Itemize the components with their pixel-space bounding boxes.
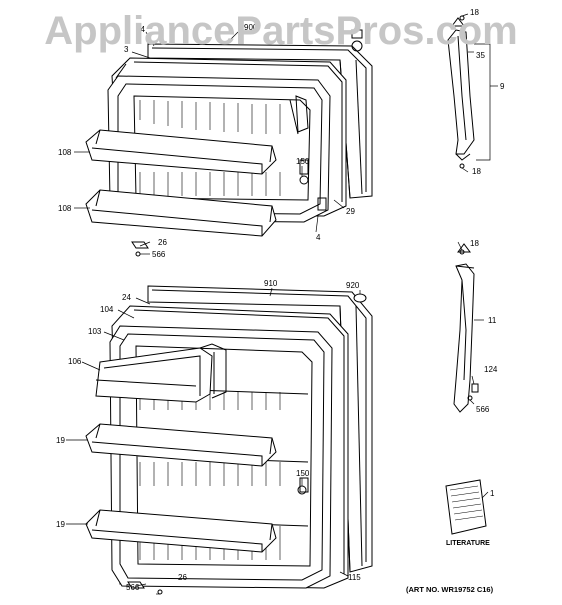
label-18-top: 18 <box>470 8 479 17</box>
label-35: 35 <box>476 51 485 60</box>
label-9: 9 <box>500 82 505 91</box>
label-4: 4 <box>316 233 321 242</box>
label-18-bottom: 18 <box>470 239 479 248</box>
lower-door-shelf-top <box>85 423 277 467</box>
label-103: 103 <box>88 327 102 336</box>
label-566-right: 566 <box>476 405 490 414</box>
lower-door-shelf-bottom <box>85 509 277 553</box>
label-108-bottom: 108 <box>58 204 72 213</box>
leader-lines <box>66 13 498 595</box>
label-910: 910 <box>264 279 278 288</box>
label-26-bottom: 26 <box>178 573 187 582</box>
label-104: 104 <box>100 305 114 314</box>
literature-booklet <box>445 479 487 535</box>
label-106: 106 <box>68 357 82 366</box>
literature-label: LITERATURE <box>446 540 490 547</box>
label-566-bottom: 566 <box>126 583 140 592</box>
label-150-top: 150 <box>296 157 310 166</box>
label-900: 900 <box>244 23 258 32</box>
label-3: 3 <box>124 45 129 54</box>
label-29: 29 <box>346 207 355 216</box>
label-24-bottom: 24 <box>122 293 131 302</box>
label-115: 115 <box>348 573 361 582</box>
label-108-top: 108 <box>58 148 72 157</box>
label-124: 124 <box>484 365 498 374</box>
upper-handle <box>447 17 475 161</box>
art-number: (ART NO. WR19752 C16) <box>406 585 494 594</box>
label-18-mid: 18 <box>472 167 481 176</box>
lower-handle <box>453 243 475 413</box>
label-19-top: 19 <box>56 436 65 445</box>
label-24-top: 24 <box>136 25 145 34</box>
upper-door-shelf-bottom <box>85 189 277 237</box>
upper-door-shelf-top <box>85 129 277 175</box>
label-920: 920 <box>346 281 360 290</box>
callout-labels: 900 3 24 18 35 9 18 108 108 150 29 4 26 … <box>56 8 505 594</box>
label-26-top: 26 <box>158 238 167 247</box>
label-150-bottom: 150 <box>296 469 310 478</box>
label-19-bottom: 19 <box>56 520 65 529</box>
lower-door-dairy-compartment <box>95 343 227 403</box>
label-11: 11 <box>488 316 497 325</box>
label-566-top: 566 <box>152 250 166 259</box>
label-1: 1 <box>490 489 495 498</box>
